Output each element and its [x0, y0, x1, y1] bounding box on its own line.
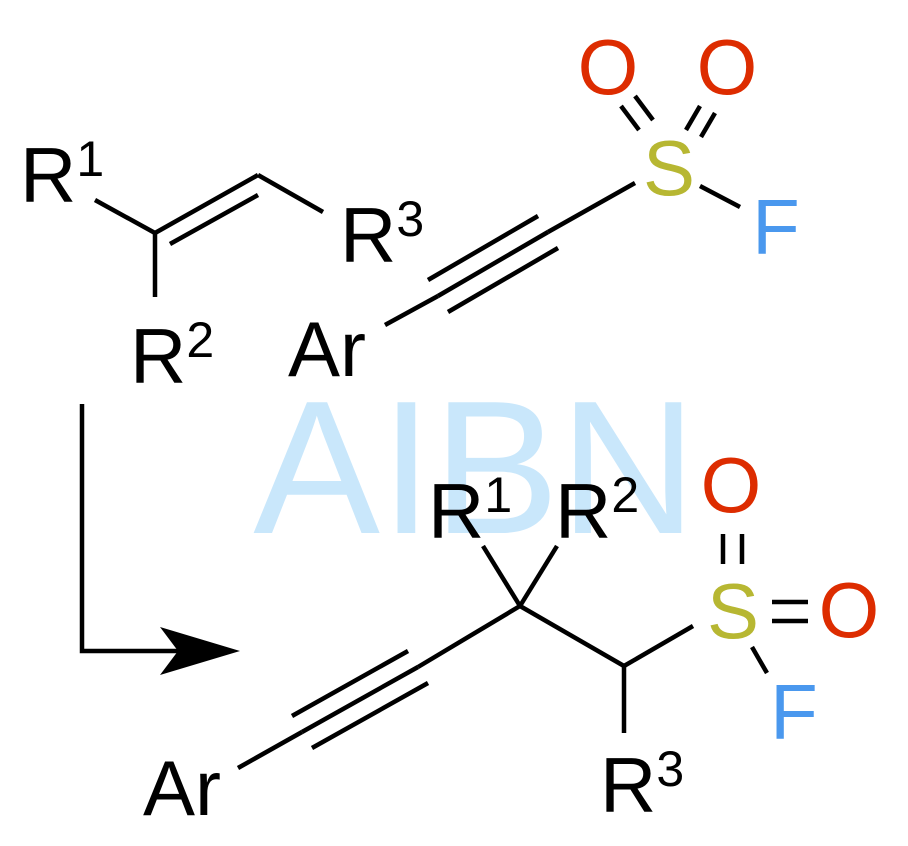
product-oxygen-right-label: O — [819, 566, 880, 654]
product-molecule: Ar R1 R2 R3 S O O F — [143, 441, 879, 832]
reaction-arrow — [79, 404, 240, 675]
reactant-fluorine-label: F — [752, 183, 800, 271]
product-r1-label: R1 — [428, 467, 512, 555]
bond-c-r3 — [256, 173, 325, 214]
bond-alkyne-quaternary-c — [416, 604, 522, 669]
reagent-aibn-label: AIBN — [253, 362, 696, 574]
reaction-arrow-shaft — [79, 404, 200, 654]
product-r3-label: R3 — [600, 741, 684, 829]
bond-product-triple-lower — [310, 681, 430, 750]
bond-quaternary-r1 — [481, 544, 522, 608]
reactant-oxygen-1-label: O — [578, 23, 639, 111]
bond-triple-center — [436, 230, 550, 298]
bond-alkyne-s — [546, 181, 637, 234]
bond-product-triple-upper — [290, 649, 410, 718]
alkynyl-sulfonyl-fluoride-reactant: Ar S O O F — [288, 23, 800, 393]
bond-product-triple-center — [300, 665, 420, 734]
reaction-arrow-head — [160, 627, 240, 675]
alkene-reactant: R1 R3 R2 — [20, 131, 424, 400]
bond-s-o1-b — [633, 94, 655, 122]
reactant-oxygen-2-label: O — [697, 23, 758, 111]
bond-ch-s — [622, 624, 695, 668]
bond-ar-alkyne — [383, 294, 440, 327]
bond-double-inner — [168, 193, 260, 246]
bond-triple-lower — [446, 246, 560, 314]
alkene-r2-label: R2 — [130, 312, 214, 400]
bond-s-f-product — [750, 645, 769, 675]
bond-s-f — [698, 184, 742, 209]
bond-product-ar-alkyne — [236, 730, 304, 770]
product-r2-label: R2 — [555, 467, 639, 555]
bond-s-o1-a — [619, 104, 641, 132]
bond-s-o2-a — [684, 104, 702, 132]
reactant-aryl-label: Ar — [288, 305, 366, 393]
product-sulfur-label: S — [707, 567, 759, 655]
bond-double-outer — [153, 173, 260, 235]
bond-quaternary-ch — [518, 604, 626, 668]
product-oxygen-top-label: O — [701, 441, 762, 529]
reactant-sulfur-label: S — [643, 124, 695, 212]
alkene-r3-label: R3 — [340, 191, 424, 279]
bond-r1-c — [93, 198, 157, 235]
alkene-r1-label: R1 — [20, 131, 104, 219]
bond-quaternary-r2 — [518, 544, 559, 608]
bond-triple-upper — [426, 214, 540, 282]
product-aryl-label: Ar — [143, 744, 221, 832]
product-fluorine-label: F — [770, 668, 818, 756]
bond-s-o2-b — [699, 111, 717, 139]
